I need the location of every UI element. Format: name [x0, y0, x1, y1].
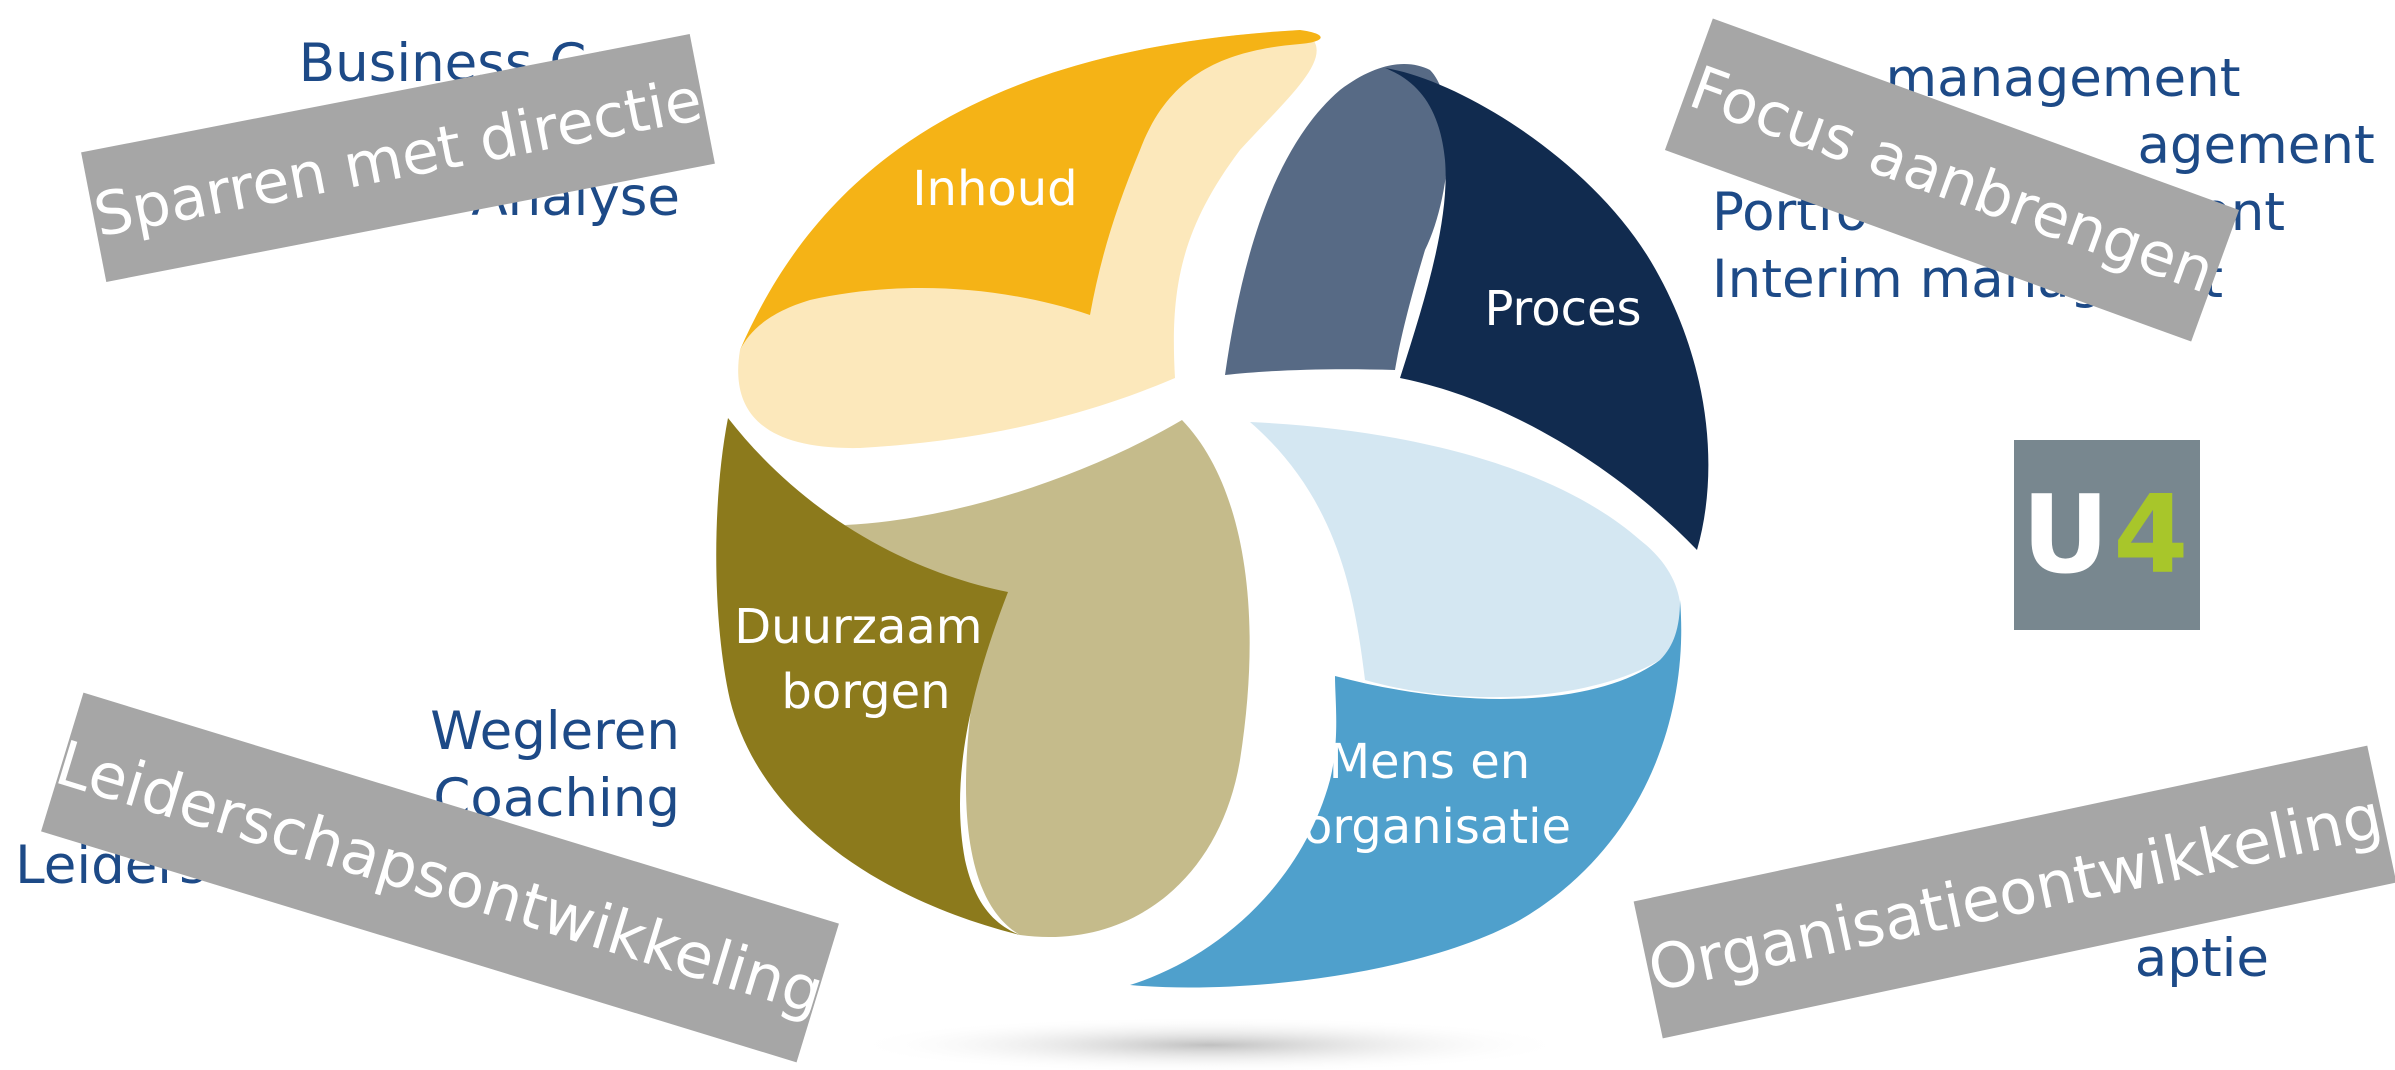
segment-mens-dark: [1130, 600, 1682, 988]
service-line-aptie: aptie: [2134, 928, 2269, 989]
logo-u: U: [2021, 472, 2114, 598]
service-line-2: Programmamanagement: [2137, 115, 2375, 176]
segment-proces: Proces: [1225, 64, 1709, 550]
segment-mens-light: [1250, 422, 1681, 698]
label-inhoud: Inhoud: [912, 161, 1077, 217]
label-mens-line2: organisatie: [1303, 799, 1571, 855]
logo-four: 4: [2113, 472, 2193, 598]
segment-duurzaam: Duurzaam borgen: [716, 418, 1250, 938]
wheel-shadow: [850, 1017, 1570, 1070]
segment-inhoud-dark: [740, 30, 1321, 350]
segment-duurzaam-dark: [716, 418, 1020, 935]
segment-inhoud: Inhoud: [738, 30, 1321, 449]
label-duurzaam-line1: Duurzaam: [734, 599, 982, 655]
segment-mens: Mens en organisatie: [1130, 422, 1682, 988]
label-mens-line1: Mens en: [1329, 734, 1531, 790]
label-mens: Mens en organisatie: [1303, 734, 1571, 855]
segment-proces-light: [1225, 64, 1449, 376]
segment-duurzaam-light: [845, 420, 1250, 938]
segment-proces-dark: [1385, 68, 1709, 550]
label-proces: Proces: [1484, 281, 1641, 337]
label-duurzaam: Duurzaam borgen: [734, 599, 998, 720]
label-duurzaam-line2: borgen: [781, 664, 950, 720]
service-wegleren: Wegleren: [430, 701, 680, 762]
service-line-1: Procesmanagement: [1885, 48, 2241, 109]
